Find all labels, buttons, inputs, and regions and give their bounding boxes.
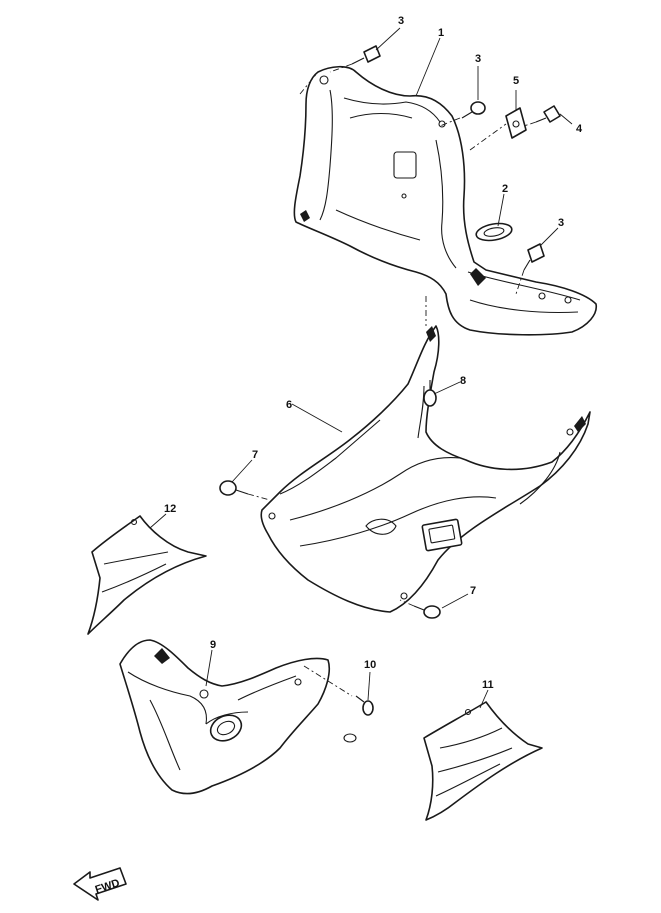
part-2-plate	[475, 222, 513, 242]
part-3-screw-top	[351, 45, 381, 65]
callout-6: 6	[286, 399, 292, 411]
callout-12: 12	[164, 503, 176, 515]
callout-7-right: 7	[470, 585, 476, 597]
part-8-bolt	[423, 380, 437, 407]
callout-3-right: 3	[558, 217, 564, 229]
callout-2: 2	[502, 183, 508, 195]
callout-10: 10	[364, 659, 376, 671]
callout-5: 5	[513, 75, 519, 87]
part-3-screw-middle	[461, 101, 486, 119]
part-7-bolt-right	[413, 605, 441, 619]
callout-1: 1	[438, 27, 444, 39]
callout-3-top: 3	[398, 15, 404, 27]
callout-9: 9	[210, 639, 216, 651]
part-11-flap	[423, 701, 543, 821]
part-10-screw	[355, 695, 374, 716]
callout-7-left: 7	[252, 449, 258, 461]
part-5-clip	[505, 107, 527, 139]
fwd-arrow-icon: FWD	[73, 867, 127, 901]
callout-3-middle: 3	[475, 53, 481, 65]
callout-11: 11	[482, 679, 494, 691]
part-6-footrest-board	[260, 325, 591, 613]
part-7-bolt-left	[219, 480, 249, 496]
callout-4: 4	[576, 123, 583, 135]
part-3-screw-right	[523, 243, 545, 271]
part-12-flap	[87, 515, 207, 635]
part-1-leg-shield	[293, 65, 597, 336]
part-9-under-cover	[119, 639, 357, 795]
callout-8: 8	[460, 375, 466, 387]
part-4-bolt	[535, 105, 561, 123]
